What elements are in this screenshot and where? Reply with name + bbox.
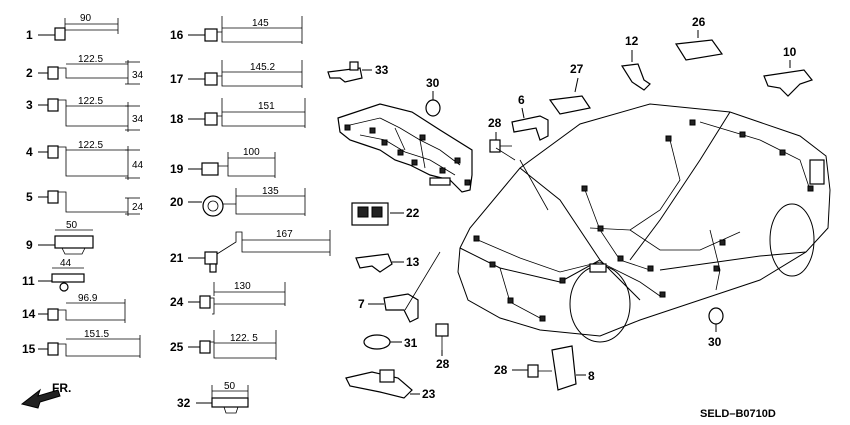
front-arrow-icon: FR. bbox=[20, 381, 71, 409]
svg-text:34: 34 bbox=[132, 114, 144, 125]
svg-text:18: 18 bbox=[170, 112, 184, 126]
svg-text:26: 26 bbox=[692, 15, 706, 29]
svg-text:145: 145 bbox=[252, 18, 269, 29]
clip-1[interactable]: 1 90 bbox=[26, 13, 119, 42]
svg-text:50: 50 bbox=[224, 381, 236, 392]
part-13[interactable]: 13 bbox=[355, 253, 420, 273]
svg-text:122. 5: 122. 5 bbox=[230, 333, 258, 344]
clip-18[interactable]: 18 151 bbox=[170, 98, 306, 128]
svg-text:7: 7 bbox=[358, 297, 365, 311]
part-6[interactable]: 6 bbox=[511, 93, 549, 141]
svg-text:9: 9 bbox=[26, 238, 33, 252]
clip-4[interactable]: 4 122.5 44 bbox=[26, 140, 144, 180]
svg-text:10: 10 bbox=[783, 45, 797, 59]
part-28[interactable]: 28 bbox=[488, 116, 512, 153]
clip-21[interactable]: 21 167 bbox=[170, 229, 331, 273]
svg-text:13: 13 bbox=[406, 255, 420, 269]
svg-text:167: 167 bbox=[276, 229, 293, 240]
svg-text:23: 23 bbox=[422, 387, 436, 401]
clip-9[interactable]: 9 50 bbox=[26, 220, 94, 255]
svg-text:90: 90 bbox=[80, 13, 92, 24]
svg-text:FR.: FR. bbox=[52, 381, 71, 395]
clip-19[interactable]: 19 100 bbox=[170, 147, 276, 178]
part-30[interactable]: 30 bbox=[425, 76, 441, 117]
clip-20[interactable]: 20 135 bbox=[170, 186, 306, 217]
svg-text:16: 16 bbox=[170, 28, 184, 42]
svg-text:1: 1 bbox=[26, 28, 33, 42]
clip-25[interactable]: 25 122. 5 bbox=[170, 330, 277, 360]
svg-text:122.5: 122.5 bbox=[78, 96, 103, 107]
svg-text:28: 28 bbox=[494, 363, 508, 377]
car-wire-harness bbox=[473, 119, 825, 322]
diagram-code: SELD–B0710D bbox=[700, 408, 776, 420]
svg-text:12: 12 bbox=[625, 34, 639, 48]
part-23[interactable]: 23 bbox=[345, 369, 436, 401]
clip-24[interactable]: 24 130 bbox=[170, 281, 286, 315]
svg-text:11: 11 bbox=[22, 274, 35, 288]
svg-text:3: 3 bbox=[26, 98, 33, 112]
svg-text:96.9: 96.9 bbox=[78, 293, 98, 304]
svg-text:130: 130 bbox=[234, 281, 251, 292]
svg-text:44: 44 bbox=[60, 258, 72, 269]
part-8[interactable]: 8 bbox=[551, 345, 595, 391]
svg-text:32: 32 bbox=[177, 396, 191, 410]
svg-text:8: 8 bbox=[588, 369, 595, 383]
svg-text:145.2: 145.2 bbox=[250, 62, 275, 73]
svg-text:22: 22 bbox=[406, 206, 420, 220]
svg-text:6: 6 bbox=[518, 93, 525, 107]
svg-text:33: 33 bbox=[375, 63, 389, 77]
dashboard-wire-harness bbox=[337, 103, 473, 193]
clip-32[interactable]: 32 50 bbox=[177, 381, 249, 414]
clip-5[interactable]: 5 24 bbox=[26, 190, 144, 216]
svg-text:4: 4 bbox=[26, 145, 33, 159]
clip-11[interactable]: 11 44 bbox=[22, 258, 85, 292]
clip-17[interactable]: 17 145.2 bbox=[170, 60, 303, 88]
svg-text:15: 15 bbox=[22, 342, 36, 356]
svg-text:21: 21 bbox=[170, 251, 184, 265]
part-33[interactable]: 33 bbox=[327, 61, 389, 83]
svg-text:135: 135 bbox=[262, 186, 279, 197]
svg-text:25: 25 bbox=[170, 340, 184, 354]
svg-text:17: 17 bbox=[170, 72, 184, 86]
svg-text:14: 14 bbox=[22, 307, 36, 321]
svg-text:28: 28 bbox=[436, 357, 450, 371]
part-27[interactable]: 27 bbox=[548, 62, 591, 115]
clip-16[interactable]: 16 145 bbox=[170, 16, 303, 44]
part-10[interactable]: 10 bbox=[763, 45, 814, 97]
svg-text:28: 28 bbox=[488, 116, 502, 130]
svg-text:151.5: 151.5 bbox=[84, 329, 109, 340]
svg-text:20: 20 bbox=[170, 195, 184, 209]
part-28-c[interactable]: 28 bbox=[494, 363, 552, 378]
svg-text:44: 44 bbox=[132, 160, 144, 171]
clip-14[interactable]: 14 96.9 bbox=[22, 293, 126, 323]
clip-3[interactable]: 3 122.5 34 bbox=[26, 96, 144, 132]
part-22[interactable]: 22 bbox=[351, 202, 420, 226]
svg-text:30: 30 bbox=[426, 76, 440, 90]
part-30-b[interactable]: 30 bbox=[708, 307, 724, 349]
part-31[interactable]: 31 bbox=[363, 334, 418, 350]
clip-2[interactable]: 2 122.5 34 bbox=[26, 54, 144, 85]
svg-text:50: 50 bbox=[66, 220, 78, 231]
svg-text:19: 19 bbox=[170, 162, 184, 176]
svg-text:31: 31 bbox=[404, 336, 418, 350]
part-12[interactable]: 12 bbox=[620, 34, 651, 91]
part-28-b[interactable]: 28 bbox=[435, 323, 450, 371]
car-body bbox=[457, 103, 831, 343]
part-7[interactable]: 7 bbox=[358, 293, 419, 323]
svg-text:122.5: 122.5 bbox=[78, 140, 103, 151]
svg-text:24: 24 bbox=[170, 295, 184, 309]
svg-text:34: 34 bbox=[132, 70, 144, 81]
clip-15[interactable]: 15 151.5 bbox=[22, 329, 141, 358]
svg-text:5: 5 bbox=[26, 190, 33, 204]
svg-text:100: 100 bbox=[243, 147, 260, 158]
svg-text:151: 151 bbox=[258, 101, 275, 112]
svg-text:2: 2 bbox=[26, 66, 33, 80]
svg-text:122.5: 122.5 bbox=[78, 54, 103, 65]
svg-text:27: 27 bbox=[570, 62, 584, 76]
svg-text:24: 24 bbox=[132, 202, 144, 213]
part-26[interactable]: 26 bbox=[674, 15, 724, 61]
svg-text:30: 30 bbox=[708, 335, 722, 349]
